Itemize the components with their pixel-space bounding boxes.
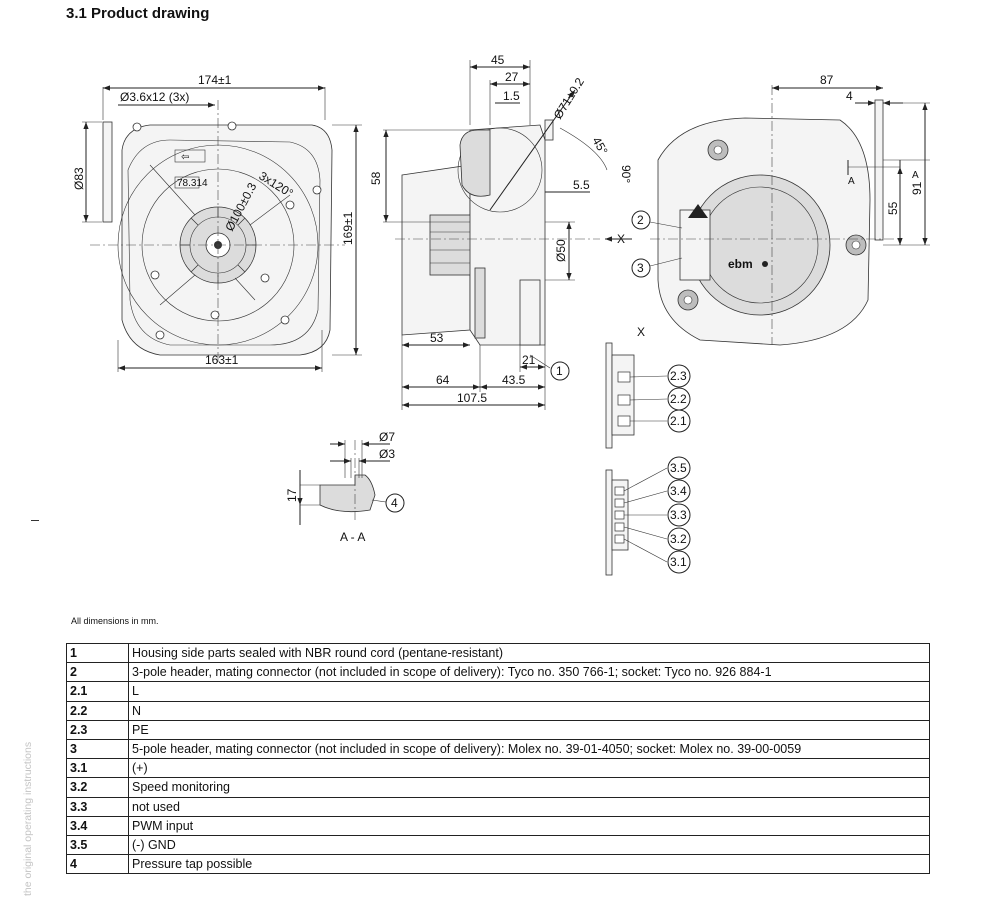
margin-mark [31, 520, 39, 521]
dim-45: 45 [491, 53, 505, 67]
legend-text: N [128, 700, 930, 721]
dim-87: 87 [820, 73, 834, 87]
dim-height-left: Ø83 [72, 167, 86, 190]
legend-row: 3.5(-) GND [66, 834, 930, 856]
dim-27: 27 [505, 70, 519, 84]
dim-91: 91 [910, 181, 924, 195]
legend-number: 3 [66, 738, 129, 760]
legend-row: 3.1(+) [66, 758, 930, 779]
pin-3-1: 3.1 [670, 555, 687, 569]
dim-71: Ø71±0.2 [551, 75, 587, 122]
dim-45-degrees: 45° [589, 135, 610, 158]
pin-2-3: 2.3 [670, 369, 687, 383]
legend-number: 4 [66, 854, 129, 875]
legend-number: 2 [66, 662, 129, 683]
side-view: 45 27 1.5 Ø71±0.2 45° 90° 58 5.5 Ø50 X [369, 53, 633, 410]
legend-text: 5-pole header, mating connector (not inc… [128, 738, 930, 760]
section-aa: Ø7 Ø3 17 4 A - A [285, 430, 405, 544]
legend-text: PE [128, 719, 930, 740]
pin-3-4: 3.4 [670, 484, 687, 498]
legend-text: (-) GND [128, 834, 930, 856]
dim-overall-width: 174±1 [198, 73, 232, 87]
dim-21: 21 [522, 353, 536, 367]
legend-number: 2.2 [66, 700, 129, 721]
units-note: All dimensions in mm. [71, 616, 159, 626]
connector-5pin: 3.5 3.4 3.3 3.2 3.1 [605, 456, 691, 576]
dim-7: Ø7 [379, 430, 395, 444]
legend-number: 3.1 [66, 758, 129, 779]
legend-text: Housing side parts sealed with NBR round… [128, 642, 930, 664]
front-view: ⇦ 78.314 174± [72, 73, 362, 372]
dim-58: 58 [369, 171, 383, 185]
pin-2-1: 2.1 [670, 414, 687, 428]
legend-number: 2.1 [66, 681, 129, 702]
dim-holes: Ø3.6x12 (3x) [120, 90, 189, 104]
dim-1-5: 1.5 [503, 89, 520, 103]
pin-3-5: 3.5 [670, 461, 687, 475]
dim-overall-height: 169±1 [341, 211, 355, 245]
brand-logo: ebm [728, 257, 753, 271]
legend-number: 3.3 [66, 796, 129, 817]
part-code-label: 78.314 [177, 178, 208, 189]
side-note: the original operating instructions [22, 741, 34, 896]
legend-text: not used [128, 796, 930, 817]
dim-17: 17 [285, 488, 299, 502]
pin-3-2: 3.2 [670, 532, 687, 546]
dim-5-5: 5.5 [573, 178, 590, 192]
legend-number: 3.2 [66, 777, 129, 798]
connector-3pin: 2.3 2.2 2.1 [605, 342, 691, 449]
legend-number: 3.4 [66, 815, 129, 836]
pin-2-2: 2.2 [670, 392, 687, 406]
legend-text: 3-pole header, mating connector (not inc… [128, 662, 930, 683]
callout-2: 2 [637, 213, 644, 227]
legend-number: 2.3 [66, 719, 129, 740]
callout-1: 1 [556, 364, 563, 378]
section-mark-a-left: A [848, 176, 855, 187]
callout-3: 3 [637, 261, 644, 275]
section-title: 3.1 Product drawing [66, 5, 210, 22]
dim-4: 4 [846, 89, 853, 103]
legend-number: 3.5 [66, 834, 129, 856]
legend-text: Pressure tap possible [128, 854, 930, 875]
section-mark-a-right: A [912, 170, 919, 181]
dim-55: 55 [886, 201, 900, 215]
view-label-x: X [637, 325, 645, 339]
dim-3: Ø3 [379, 447, 395, 461]
dim-107-5: 107.5 [457, 391, 487, 405]
dim-64: 64 [436, 373, 450, 387]
airflow-arrow-icon: ⇦ [181, 152, 189, 163]
legend-text: L [128, 681, 930, 702]
legend-number: 1 [66, 642, 129, 664]
dim-bottom-width: 163±1 [205, 353, 239, 367]
legend-text: Speed monitoring [128, 777, 930, 798]
product-drawing: ⇦ 78.314 174± [72, 53, 930, 576]
dim-53: 53 [430, 331, 444, 345]
dim-50: Ø50 [554, 239, 568, 262]
legend-text: (+) [128, 758, 930, 779]
rear-view: ebm 87 4 A A 55 91 2 3 X [631, 73, 930, 346]
callout-4: 4 [391, 496, 398, 510]
dim-43-5: 43.5 [502, 373, 526, 387]
pin-3-3: 3.3 [670, 508, 687, 522]
section-caption: A - A [340, 530, 365, 544]
legend-text: PWM input [128, 815, 930, 836]
dim-90-degrees: 90° [619, 165, 633, 183]
